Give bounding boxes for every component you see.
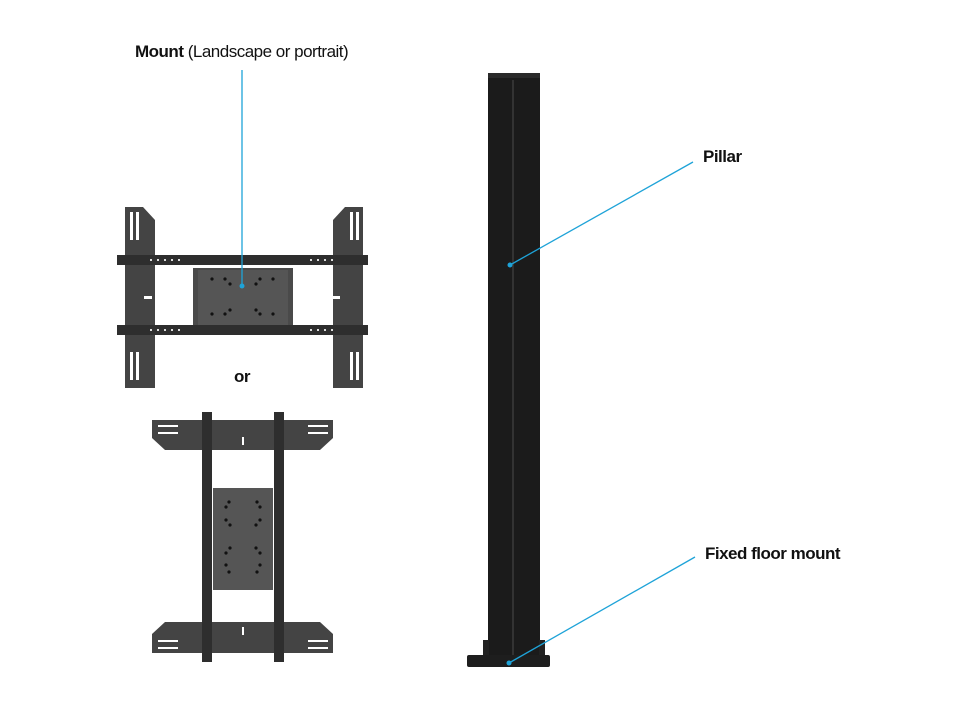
or-label: or [234,367,251,386]
mount-label: Mount (Landscape or portrait) [135,42,349,62]
floor-mount-callout-line [508,556,696,664]
pillar-callout-dot [507,262,513,268]
pillar-illustration [467,73,550,667]
mount-subtitle: (Landscape or portrait) [187,42,349,61]
portrait-mount [152,412,333,662]
mount-callout-dot [239,283,245,289]
pillar-label: Pillar [703,147,742,166]
mount-title: Mount [135,42,184,61]
floor-mount-callout-dot [506,660,512,666]
floor-mount-label: Fixed floor mount [705,544,841,563]
pillar-callout-line [509,161,694,266]
